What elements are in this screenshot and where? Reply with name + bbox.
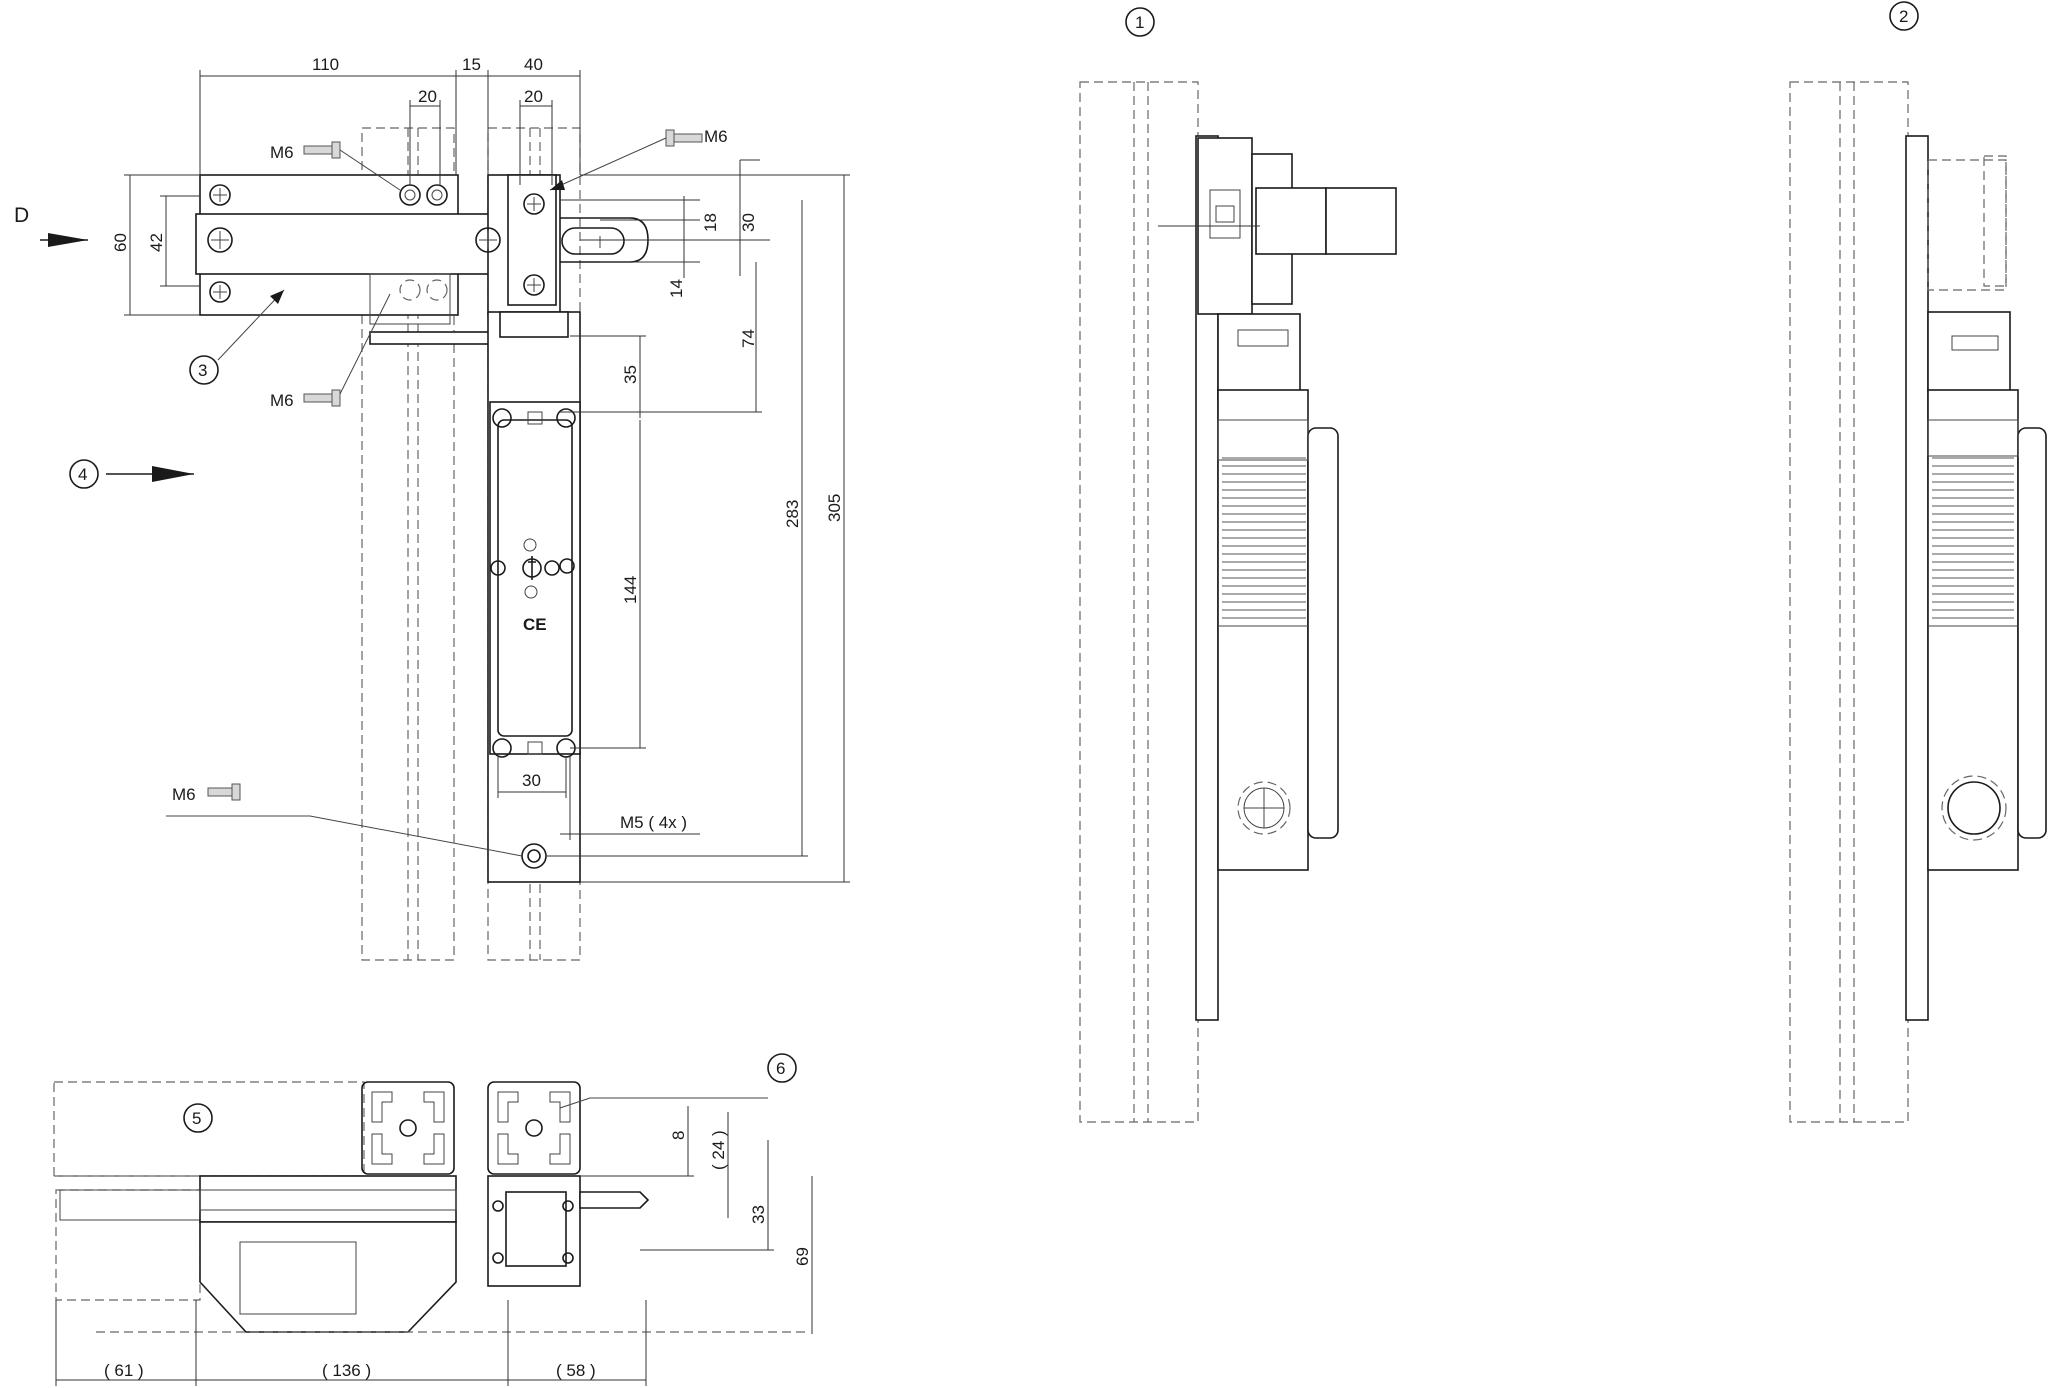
svg-text:M6: M6: [270, 391, 294, 410]
dim-30-right: 30: [739, 213, 758, 232]
ce-mark: CE: [523, 615, 547, 634]
bolt-m6-top-right: M6: [549, 127, 728, 191]
dim-15: 15: [462, 55, 481, 74]
dim-20-right: 20: [524, 87, 543, 106]
side-view-1: 1: [1079, 7, 1397, 1123]
svg-text:M6: M6: [172, 785, 196, 804]
dim-283: 283: [783, 500, 802, 528]
dim-305: 305: [825, 494, 844, 522]
dim-35: 35: [621, 365, 640, 384]
dim-110: 110: [312, 55, 339, 74]
callout-3: 3: [198, 361, 207, 380]
hatch-2: [1932, 457, 2014, 619]
dim-42: 42: [147, 233, 166, 252]
svg-text:M6: M6: [704, 127, 728, 146]
dim-20-left: 20: [418, 87, 437, 106]
front-view: CE 110 15 40 20 20 60 42 D: [14, 55, 850, 961]
svg-text:M6: M6: [270, 143, 294, 162]
callout-6: 6: [776, 1059, 785, 1078]
bolt-m6-top-left: M6: [270, 141, 401, 191]
dim-33: 33: [749, 1205, 768, 1224]
bottom-view: 5 6 8 ( 24 ) 33 69 ( 61: [53, 1053, 813, 1386]
dim-58: ( 58 ): [556, 1361, 596, 1380]
callout-4: 4: [78, 465, 87, 484]
dim-60: 60: [111, 233, 130, 252]
dim-144: 144: [621, 576, 640, 604]
dim-136: ( 136 ): [322, 1361, 371, 1380]
profile-right: [487, 1081, 581, 1175]
dim-14: 14: [667, 279, 686, 298]
dim-30-bottom: 30: [522, 771, 541, 790]
profile-left: [361, 1081, 455, 1175]
hatch-1: [1222, 457, 1306, 619]
dim-74: 74: [739, 329, 758, 348]
callout-5: 5: [192, 1109, 201, 1128]
dim-18: 18: [701, 213, 720, 232]
direction-label: D: [14, 204, 29, 227]
bolt-m6-mid: M6: [270, 293, 391, 410]
dim-69: 69: [793, 1247, 812, 1266]
callout-2: 2: [1899, 7, 1908, 26]
side-view-2: 2: [1789, 1, 2047, 1123]
bolt-heads: [207, 184, 545, 303]
callout-1: 1: [1135, 13, 1144, 32]
bolt-m6-bottom: M6: [166, 783, 523, 857]
dim-61: ( 61 ): [104, 1361, 144, 1380]
dim-m5: M5 ( 4x ): [620, 813, 687, 832]
dim-8: 8: [669, 1131, 688, 1140]
dim-40: 40: [524, 55, 543, 74]
dim-24: ( 24 ): [709, 1130, 728, 1170]
